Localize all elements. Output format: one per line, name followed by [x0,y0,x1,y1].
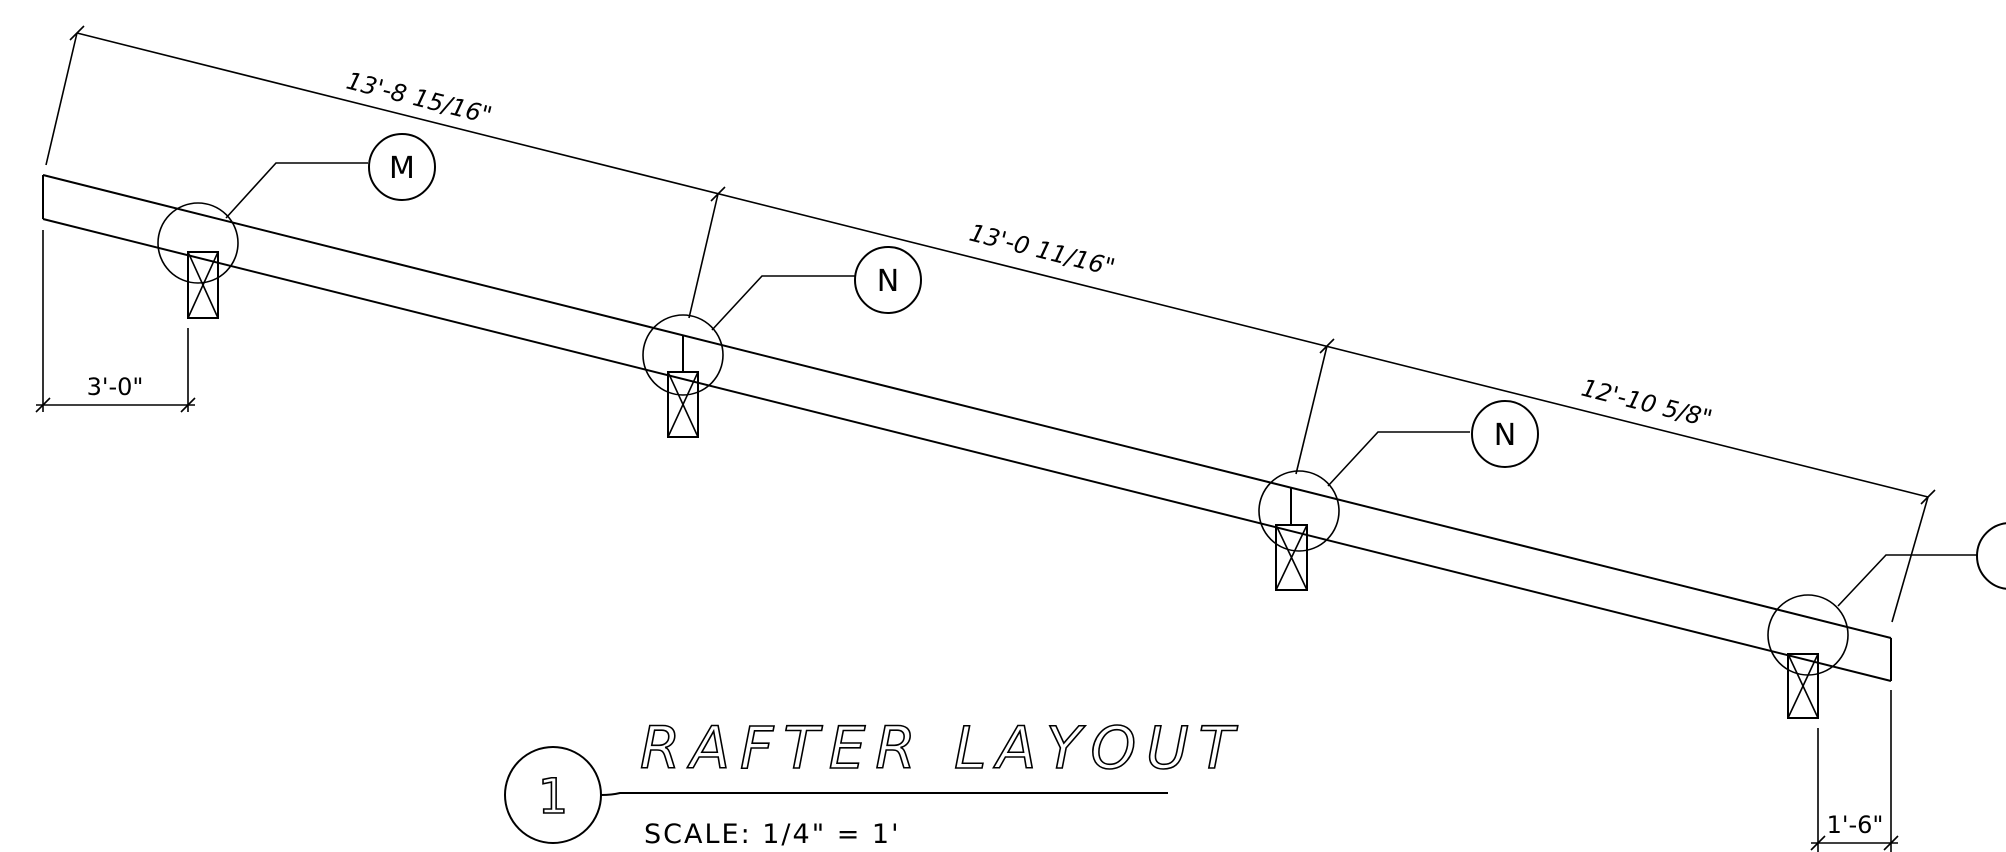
drawing-scale: SCALE: 1/4" = 1' [644,819,901,850]
bearing-detail-circle [642,314,724,396]
left-overhang-dimension: 3'-0" [87,373,144,401]
callout-leader [1327,431,1470,487]
support-post [1275,487,1308,591]
rafter-beam [42,174,1892,682]
bearing-detail-circle [1258,470,1340,552]
span-1-dimension: 13'-8 15/16" [344,67,495,130]
drawing-title: RAFTER LAYOUT [640,714,1244,782]
right-overhang-dimension-line [1810,690,1899,852]
callout-bubble-n: N [1471,400,1539,468]
callout-label: M [389,151,415,186]
callout-leader [711,275,855,331]
bearing-detail-circle [157,202,239,284]
right-overhang-dimension: 1'-6" [1827,811,1884,839]
callout-label: N [877,264,899,299]
callout-label: N [1494,418,1516,453]
callout-bubble-edge [1976,522,2006,590]
slope-dimension-line [45,25,1936,623]
detail-number: 1 [538,769,569,825]
callout-leader [1837,554,1978,607]
span-2-dimension: 13'-0 11/16" [967,219,1118,282]
callout-bubble-n: N [854,246,922,314]
callout-bubble-m: M [368,133,436,201]
support-post [187,251,219,319]
bearing-detail-circle [1767,594,1849,676]
left-overhang-dimension-line [35,230,196,413]
title-block: 1 RAFTER LAYOUT SCALE: 1/4" = 1' [504,713,1244,850]
support-post [1787,653,1819,719]
callout-leader [225,162,368,219]
support-post [667,336,699,438]
span-3-dimension: 12'-10 5/8" [1579,374,1715,433]
